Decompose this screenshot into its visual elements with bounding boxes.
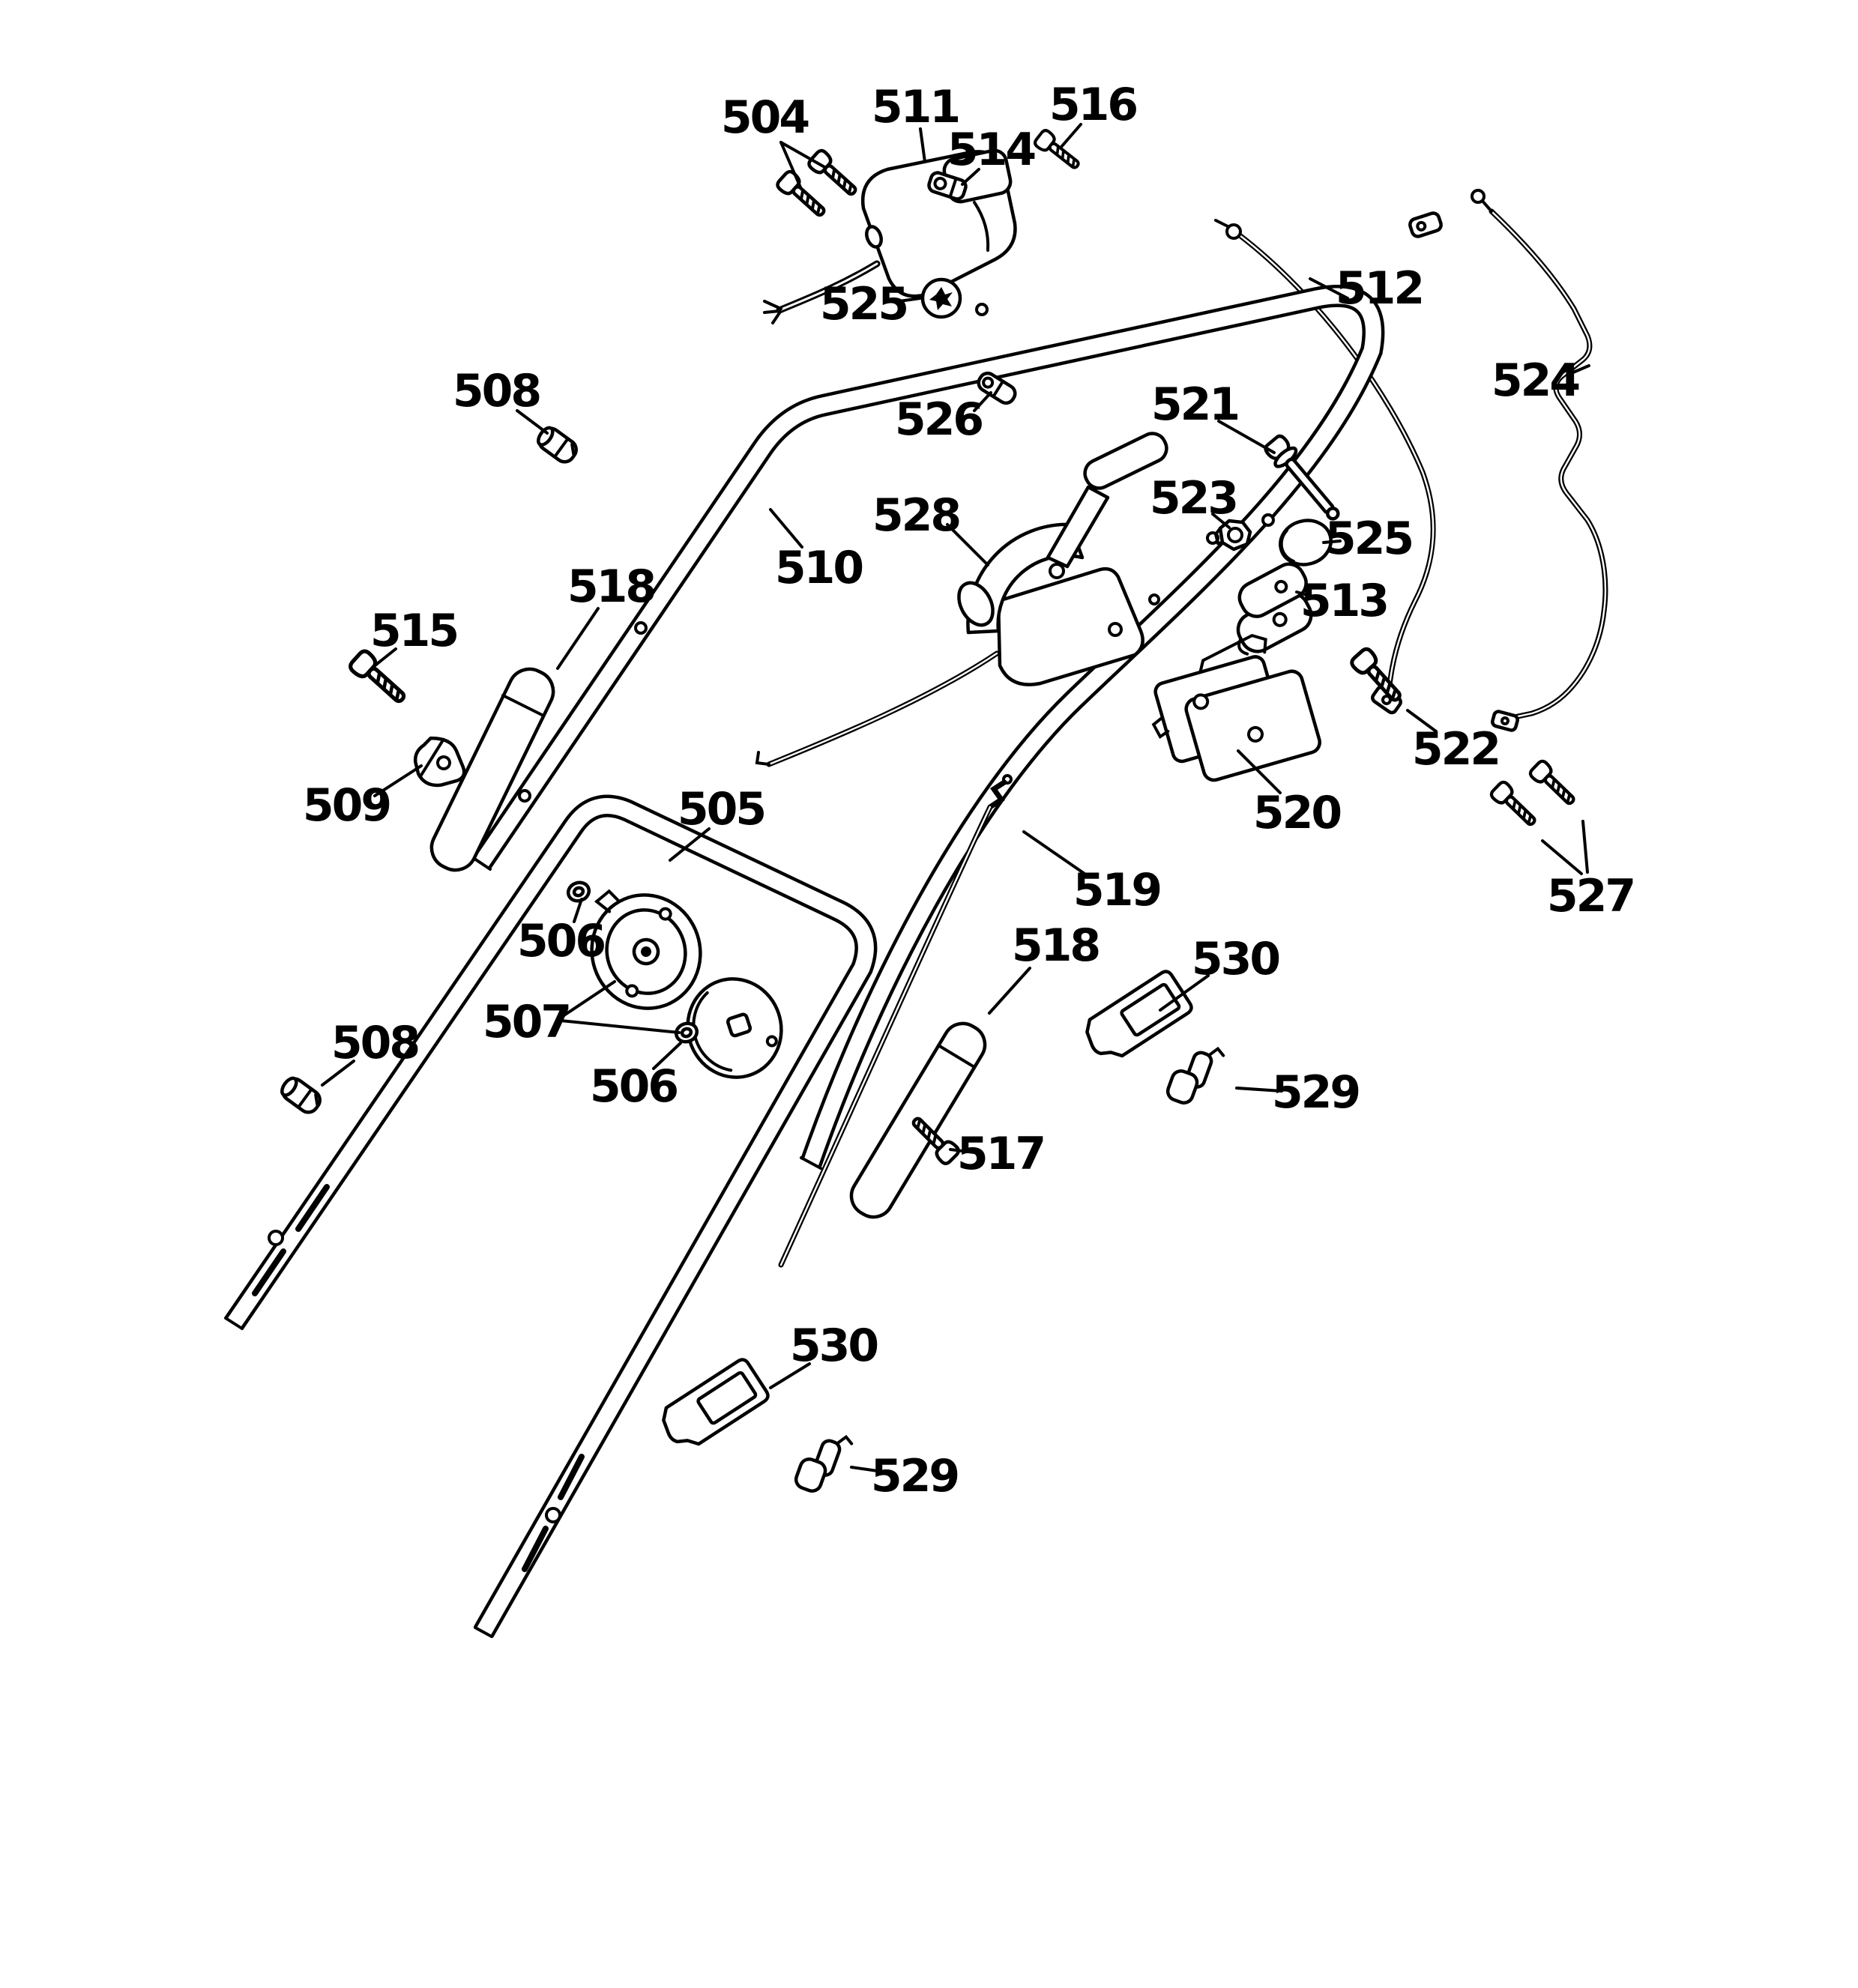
- leader-line-506: [573, 898, 583, 923]
- part-label-522: 522: [1412, 723, 1499, 776]
- cable-512: [1214, 211, 1443, 715]
- cable-clip-509: [413, 736, 466, 788]
- screw-515: [348, 649, 410, 708]
- plate-530-lower: [656, 1357, 770, 1454]
- latch-514: [927, 171, 968, 201]
- part-label-523: 523: [1150, 472, 1237, 525]
- rod-524: [1471, 189, 1608, 732]
- leader-line-511: [919, 127, 926, 163]
- part-label-524: 524: [1491, 354, 1578, 407]
- part-label-517: 517: [957, 1128, 1044, 1180]
- leader-line-517: [949, 1148, 976, 1154]
- part-label-510: 510: [775, 542, 862, 594]
- clip-529-lower: [794, 1426, 853, 1499]
- bracket-520: [1151, 633, 1321, 782]
- spacer-526: [977, 371, 1017, 405]
- cap-disc-525-right: [1279, 519, 1333, 567]
- leader-line-518: [988, 967, 1031, 1015]
- part-label-512: 512: [1336, 262, 1423, 315]
- part-label-507: 507: [483, 996, 570, 1048]
- leader-line-516: [1060, 123, 1082, 148]
- leader-line-522: [1406, 709, 1438, 733]
- leader-line-521: [1217, 420, 1276, 454]
- part-label-520: 520: [1253, 787, 1340, 839]
- leader-line-525: [1322, 540, 1342, 544]
- part-label-515: 515: [370, 605, 457, 657]
- part-label-509: 509: [303, 779, 390, 832]
- part-label-525: 525: [1325, 513, 1412, 565]
- handle-grip-518-left: [429, 667, 555, 872]
- clip-508-lower: [278, 1075, 324, 1116]
- part-label-508: 508: [453, 365, 540, 417]
- adjuster-discs-507: [590, 889, 783, 1079]
- part-label-514: 514: [947, 124, 1034, 176]
- bolt-521: [1264, 434, 1340, 521]
- leader-line-514: [961, 168, 980, 186]
- lower-handle-tube-505: [224, 794, 878, 1638]
- leader-line-505: [669, 827, 711, 862]
- leader-line-513: [1295, 590, 1318, 599]
- part-label-528: 528: [872, 489, 959, 542]
- leader-line-506: [652, 1042, 682, 1070]
- leader-line-510: [769, 508, 803, 549]
- leader-line-520: [1237, 749, 1282, 794]
- screws-527: [1489, 759, 1579, 830]
- part-label-516: 516: [1049, 79, 1136, 131]
- throttle-control-528: [755, 432, 1168, 767]
- part-label-526: 526: [895, 393, 982, 446]
- part-label-521: 521: [1151, 378, 1238, 431]
- leader-line-504: [779, 141, 827, 169]
- leader-line-504: [779, 141, 802, 189]
- screw-516: [1034, 129, 1084, 174]
- part-label-518: 518: [1012, 919, 1099, 972]
- leader-line-508: [321, 1060, 355, 1087]
- leader-line-528: [946, 523, 989, 567]
- leader-line-518: [556, 607, 600, 670]
- part-label-529: 529: [871, 1450, 958, 1502]
- leader-line-515: [372, 647, 397, 668]
- leader-line-512: [1309, 277, 1349, 300]
- part-label-504: 504: [721, 91, 808, 144]
- artwork: [224, 129, 1608, 1638]
- part-label-506: 506: [590, 1060, 677, 1113]
- leader-line-530: [769, 1362, 811, 1389]
- plate-530-upper: [1079, 969, 1194, 1066]
- leader-line-507: [559, 1019, 681, 1034]
- cable-keeper: [1408, 211, 1443, 238]
- part-label-519: 519: [1073, 864, 1160, 916]
- part-label-508: 508: [331, 1017, 418, 1069]
- part-label-505: 505: [678, 783, 764, 836]
- leader-line-519: [1022, 830, 1088, 877]
- part-label-530: 530: [1192, 933, 1279, 985]
- part-label-527: 527: [1547, 870, 1634, 922]
- part-label-513: 513: [1300, 575, 1387, 627]
- part-label-506: 506: [517, 915, 604, 967]
- part-label-511: 511: [872, 81, 959, 133]
- leader-line-525: [898, 297, 922, 303]
- cable-519: [778, 774, 1013, 1268]
- part-label-518: 518: [567, 561, 654, 613]
- leader-line-529: [850, 1466, 884, 1473]
- leader-line-508: [516, 409, 549, 435]
- part-label-529: 529: [1272, 1066, 1359, 1119]
- torx-screw-525-upper: [920, 277, 962, 319]
- leader-line-523: [1211, 513, 1231, 529]
- leader-line-524: [1566, 364, 1590, 376]
- leader-line-526: [973, 391, 992, 412]
- clip-529-upper: [1165, 1038, 1225, 1111]
- part-label-525: 525: [820, 278, 907, 330]
- part-label-530: 530: [790, 1320, 877, 1372]
- leader-line-527: [1541, 839, 1583, 875]
- nut-506-upper: [566, 880, 592, 904]
- leader-line-529: [1235, 1087, 1283, 1093]
- leader-line-530: [1159, 974, 1210, 1012]
- leader-lines: [321, 123, 1590, 1473]
- leader-line-509: [373, 764, 423, 797]
- leader-line-527: [1581, 820, 1589, 874]
- leader-line-507: [559, 980, 616, 1019]
